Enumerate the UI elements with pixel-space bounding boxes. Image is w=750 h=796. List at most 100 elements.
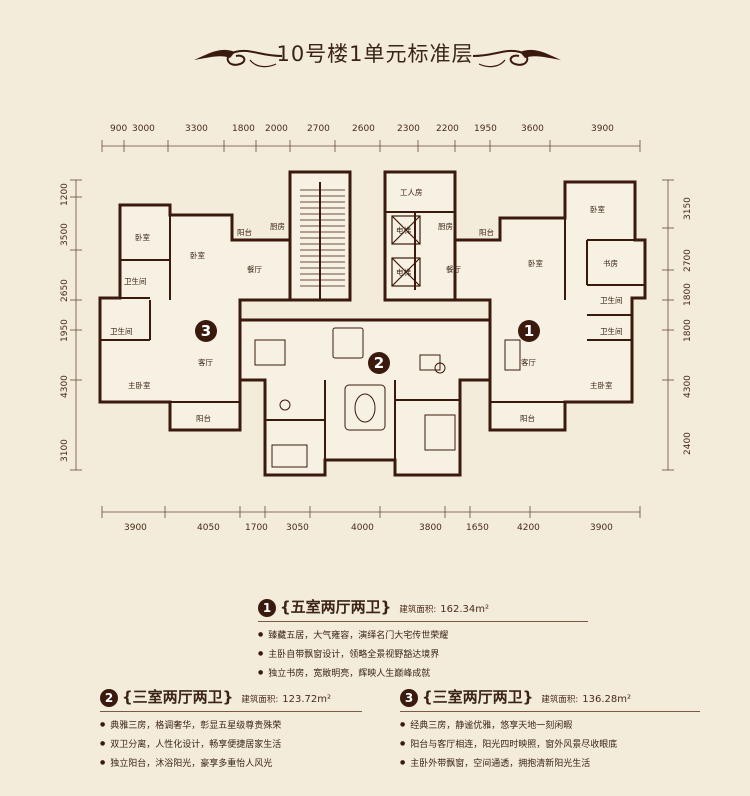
- stairs: [300, 189, 345, 287]
- left-dim: 4300: [60, 375, 70, 398]
- room-label-dining: 餐厅: [247, 265, 262, 274]
- bottom-dim: 3900: [124, 523, 147, 530]
- right-dim: 4300: [683, 375, 693, 398]
- bottom-dim: 4050: [197, 523, 220, 530]
- room-label-dining: 餐厅: [446, 265, 461, 274]
- room-label-bath: 卫生间: [600, 295, 623, 305]
- left-dim: 2650: [60, 279, 70, 302]
- right-dim: 3150: [683, 197, 693, 220]
- bottom-dimensions: 3900 4050 1700 3050 4000 3800 1650 4200 …: [124, 523, 613, 530]
- room-label-kitchen-left: 厨房: [270, 221, 285, 231]
- room-label-balcony: 阳台: [237, 227, 252, 237]
- room-label-balcony: 阳台: [520, 413, 535, 423]
- bottom-dim: 3050: [286, 523, 309, 530]
- divider: [258, 621, 588, 622]
- room-label-living: 客厅: [198, 357, 213, 367]
- left-dim: 1950: [60, 319, 70, 342]
- unit-2-number: 2: [100, 689, 118, 707]
- unit-2-area-value: 123.72m²: [282, 694, 331, 705]
- bottom-dim: 4000: [351, 523, 374, 530]
- room-label-elevator: 电梯: [396, 225, 411, 235]
- top-dim: 3000: [132, 124, 155, 134]
- top-dim: 900: [110, 124, 127, 134]
- feature-item: 独立书房，宽敞明亮，辉映人生巅峰成就: [258, 664, 588, 683]
- unit-marker-3: 3: [195, 320, 217, 342]
- room-label-elevator: 电梯: [396, 267, 411, 277]
- unit-3-area-label: 建筑面积:: [541, 695, 579, 705]
- room-label-bedroom: 卧室: [590, 204, 605, 214]
- feature-item: 经典三房，静谧优雅，悠享天地一刻闲暇: [400, 716, 700, 735]
- top-dim: 3900: [591, 124, 614, 134]
- left-ornament-icon: [194, 49, 283, 68]
- top-dim: 1800: [232, 124, 255, 134]
- unit-3-name: {三室两厅两卫}: [422, 688, 534, 706]
- unit-1-area-label: 建筑面积:: [399, 605, 437, 615]
- feature-item: 主卧自带飘窗设计，领略全景视野豁达境界: [258, 645, 588, 664]
- right-dimensions: 3150 2700 1800 1800 4300 2400: [683, 197, 693, 455]
- left-dim: 1200: [60, 183, 70, 206]
- floor-plan: 900 3000 3300 1800 2000 2700 2600 2300 2…: [60, 124, 693, 530]
- room-label-bedroom: 卧室: [135, 232, 150, 242]
- feature-item: 臻藏五居，大气雍容，演绎名门大宅传世荣耀: [258, 626, 588, 645]
- unit-1-features: 臻藏五居，大气雍容，演绎名门大宅传世荣耀 主卧自带飘窗设计，领略全景视野豁达境界…: [258, 626, 588, 683]
- top-dim: 1950: [474, 124, 497, 134]
- unit-2-features: 典雅三房，格调奢华，彰显五星级尊贵殊荣 双卫分离，人性化设计，畅享便捷居家生活 …: [100, 716, 370, 773]
- room-label-study: 书房: [603, 258, 618, 268]
- room-labels: 厨房 厨房 工人房 阳台 阳台 卧室 卧室 卧室 卧室 餐厅 餐厅 书房 卫生间…: [110, 187, 623, 423]
- feature-item: 阳台与客厅相连，阳光四时映照，窗外风景尽收眼底: [400, 735, 700, 754]
- room-label-master: 主卧室: [128, 380, 151, 390]
- right-dim: 1800: [683, 283, 693, 306]
- left-dim: 3500: [60, 223, 70, 246]
- unit-3-number: 3: [400, 689, 418, 707]
- left-dim: 3100: [60, 439, 70, 462]
- room-label-bath: 卫生间: [110, 326, 133, 336]
- top-dim: 2600: [352, 124, 375, 134]
- top-dim: 2000: [265, 124, 288, 134]
- unit-2-area-label: 建筑面积:: [241, 695, 279, 705]
- top-dim: 3300: [185, 124, 208, 134]
- unit-3-features: 经典三房，静谧优雅，悠享天地一刻闲暇 阳台与客厅相连，阳光四时映照，窗外风景尽收…: [400, 716, 700, 773]
- top-dim: 2300: [397, 124, 420, 134]
- bottom-dim: 1700: [245, 523, 268, 530]
- room-label-bath: 卫生间: [600, 326, 623, 336]
- page-title: 10号楼1单元标准层: [276, 42, 474, 66]
- room-label-bedroom: 卧室: [528, 258, 543, 268]
- unit-marker-1: 1: [518, 320, 540, 342]
- room-label-balcony: 阳台: [196, 413, 211, 423]
- room-label-kitchen-right: 厨房: [438, 221, 453, 231]
- feature-item: 双卫分离，人性化设计，畅享便捷居家生活: [100, 735, 370, 754]
- room-label-worker: 工人房: [400, 187, 423, 197]
- top-dim: 3600: [521, 124, 544, 134]
- feature-item: 独立阳台，沐浴阳光，豪享多重怡人风光: [100, 754, 370, 773]
- title-area: 10号楼1单元标准层: [0, 38, 750, 68]
- unit-3-area-value: 136.28m²: [582, 694, 631, 705]
- room-label-bath: 卫生间: [124, 276, 147, 286]
- divider: [100, 711, 362, 712]
- room-label-living: 客厅: [521, 357, 536, 367]
- bottom-dim: 3800: [419, 523, 442, 530]
- unit-1-name: {五室两厅两卫}: [280, 598, 392, 616]
- unit-marker-2: 2: [368, 352, 390, 374]
- top-dim: 2200: [436, 124, 459, 134]
- top-dimensions: 900 3000 3300 1800 2000 2700 2600 2300 2…: [110, 124, 614, 134]
- unit-1-area-value: 162.34m²: [440, 604, 489, 615]
- bottom-dim: 4200: [517, 523, 540, 530]
- unit-2-name: {三室两厅两卫}: [122, 688, 234, 706]
- left-dimensions: 1200 3500 2650 1950 4300 3100: [60, 183, 70, 462]
- bottom-dim: 1650: [466, 523, 489, 530]
- right-dim: 1800: [683, 319, 693, 342]
- elevator-shafts: [391, 215, 421, 287]
- right-dim: 2700: [683, 249, 693, 272]
- room-label-master: 主卧室: [590, 380, 613, 390]
- feature-item: 典雅三房，格调奢华，彰显五星级尊贵殊荣: [100, 716, 370, 735]
- unit-1-info: 1 {五室两厅两卫} 建筑面积: 162.34m² 臻藏五居，大气雍容，演绎名门…: [258, 596, 588, 683]
- room-label-bedroom: 卧室: [190, 250, 205, 260]
- bottom-dim: 3900: [590, 523, 613, 530]
- unit-3-info: 3 {三室两厅两卫} 建筑面积: 136.28m² 经典三房，静谧优雅，悠享天地…: [400, 686, 700, 773]
- unit-2-info: 2 {三室两厅两卫} 建筑面积: 123.72m² 典雅三房，格调奢华，彰显五星…: [100, 686, 370, 773]
- right-ornament-icon: [472, 49, 561, 68]
- unit-1-number: 1: [258, 599, 276, 617]
- feature-item: 主卧外带飘窗，空间通透，拥抱清新阳光生活: [400, 754, 700, 773]
- furniture: [254, 327, 521, 468]
- divider: [400, 711, 700, 712]
